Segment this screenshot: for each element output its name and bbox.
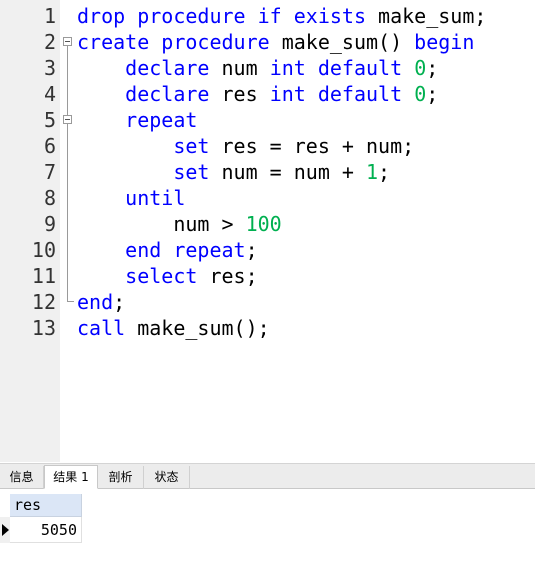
code-text: num > 100 [77, 211, 282, 237]
code-line[interactable]: 9 num > 100 [0, 211, 535, 237]
keyword-token: repeat [125, 108, 198, 132]
code-token: make_sum; [365, 4, 487, 28]
keyword-token: drop procedure if exists [77, 4, 366, 28]
code-token: ; [426, 56, 439, 80]
line-number: 8 [43, 186, 56, 210]
code-area[interactable] [60, 0, 535, 462]
tab-info[interactable]: 信息 [0, 466, 44, 489]
code-text: end repeat; [77, 237, 258, 263]
code-token [77, 264, 125, 288]
line-number: 3 [43, 56, 56, 80]
line-number: 6 [43, 134, 56, 158]
code-token [402, 56, 414, 80]
fold-guide-line [67, 46, 68, 115]
keyword-token: end repeat [125, 238, 246, 262]
code-text: create procedure make_sum() begin [77, 29, 474, 55]
code-token [402, 82, 414, 106]
code-token [77, 238, 125, 262]
code-line[interactable]: 1 drop procedure if exists make_sum; [0, 3, 535, 29]
number-token: 1 [366, 160, 379, 184]
line-number-gutter [0, 0, 60, 462]
fold-collapse-icon[interactable] [63, 37, 72, 46]
code-line[interactable]: 10 end repeat; [0, 237, 535, 263]
keyword-token: call [77, 316, 126, 340]
number-token: 0 [414, 56, 427, 80]
code-token [77, 160, 173, 184]
code-token: make_sum(); [125, 316, 270, 340]
line-number: 4 [43, 82, 56, 106]
line-number: 7 [43, 160, 56, 184]
fold-guide-line [67, 124, 68, 289]
code-token: res; [197, 264, 258, 288]
line-number: 13 [31, 316, 56, 340]
keyword-token: select [125, 264, 198, 288]
result-cell[interactable]: 5050 [10, 517, 82, 543]
code-token [77, 82, 125, 106]
code-token: res = res + num; [209, 134, 415, 158]
code-line[interactable]: 6 set res = res + num; [0, 133, 535, 159]
keyword-token: begin [414, 30, 475, 54]
code-text: set res = res + num; [77, 133, 414, 159]
code-text: end; [77, 289, 125, 315]
code-token: num = num + [209, 160, 366, 184]
code-text: call make_sum(); [77, 315, 270, 341]
code-token [77, 186, 125, 210]
result-tabs: 信息 结果 1 剖析 状态 [0, 463, 535, 489]
keyword-token: int default [269, 56, 403, 80]
code-text: declare num int default 0; [77, 55, 438, 81]
code-text: select res; [77, 263, 258, 289]
code-token: ; [113, 290, 126, 314]
line-number: 10 [31, 238, 56, 262]
line-number: 2 [43, 30, 56, 54]
line-number: 5 [43, 108, 56, 132]
code-line[interactable]: 3 declare num int default 0; [0, 55, 535, 81]
number-token: 100 [245, 212, 282, 236]
code-token [77, 56, 125, 80]
code-token: num > [77, 212, 246, 236]
tab-profile[interactable]: 剖析 [98, 466, 144, 489]
line-number: 12 [31, 290, 56, 314]
code-text: drop procedure if exists make_sum; [77, 3, 486, 29]
code-token [77, 134, 173, 158]
code-line[interactable]: 12 end; [0, 289, 535, 315]
fold-end-marker [67, 289, 74, 302]
tab-status[interactable]: 状态 [144, 466, 190, 489]
keyword-token: declare [125, 56, 210, 80]
code-token: ; [378, 160, 391, 184]
code-token: res [209, 82, 270, 106]
keyword-token: set [173, 134, 210, 158]
code-line[interactable]: 4 declare res int default 0; [0, 81, 535, 107]
code-token: num [209, 56, 270, 80]
code-text: declare res int default 0; [77, 81, 438, 107]
code-line[interactable]: 8 until [0, 185, 535, 211]
line-number: 9 [43, 212, 56, 236]
code-line[interactable]: 7 set num = num + 1; [0, 159, 535, 185]
code-text: until [77, 185, 185, 211]
tab-result-1[interactable]: 结果 1 [44, 465, 98, 489]
number-token: 0 [414, 82, 427, 106]
sql-editor[interactable]: 1 drop procedure if exists make_sum; 2 crea… [0, 0, 535, 462]
code-token: ; [426, 82, 439, 106]
keyword-token: end [77, 290, 114, 314]
line-number: 11 [31, 264, 56, 288]
keyword-token: create procedure [77, 30, 270, 54]
keyword-token: set [173, 160, 210, 184]
code-line[interactable]: 5 repeat [0, 107, 535, 133]
result-grid[interactable]: res 5050 [0, 489, 535, 581]
code-line[interactable]: 13 call make_sum(); [0, 315, 535, 341]
fold-collapse-icon[interactable] [63, 115, 72, 124]
code-line[interactable]: 11 select res; [0, 263, 535, 289]
keyword-token: until [125, 186, 186, 210]
code-token: ; [245, 238, 258, 262]
column-header-res[interactable]: res [10, 494, 82, 517]
line-number: 1 [43, 4, 56, 28]
keyword-token: declare [125, 82, 210, 106]
code-text: set num = num + 1; [77, 159, 390, 185]
code-token: make_sum() [269, 30, 415, 54]
current-row-indicator-icon [0, 517, 10, 543]
keyword-token: int default [269, 82, 403, 106]
code-text: repeat [77, 107, 197, 133]
code-line[interactable]: 2 create procedure make_sum() begin [0, 29, 535, 55]
code-token [77, 108, 125, 132]
